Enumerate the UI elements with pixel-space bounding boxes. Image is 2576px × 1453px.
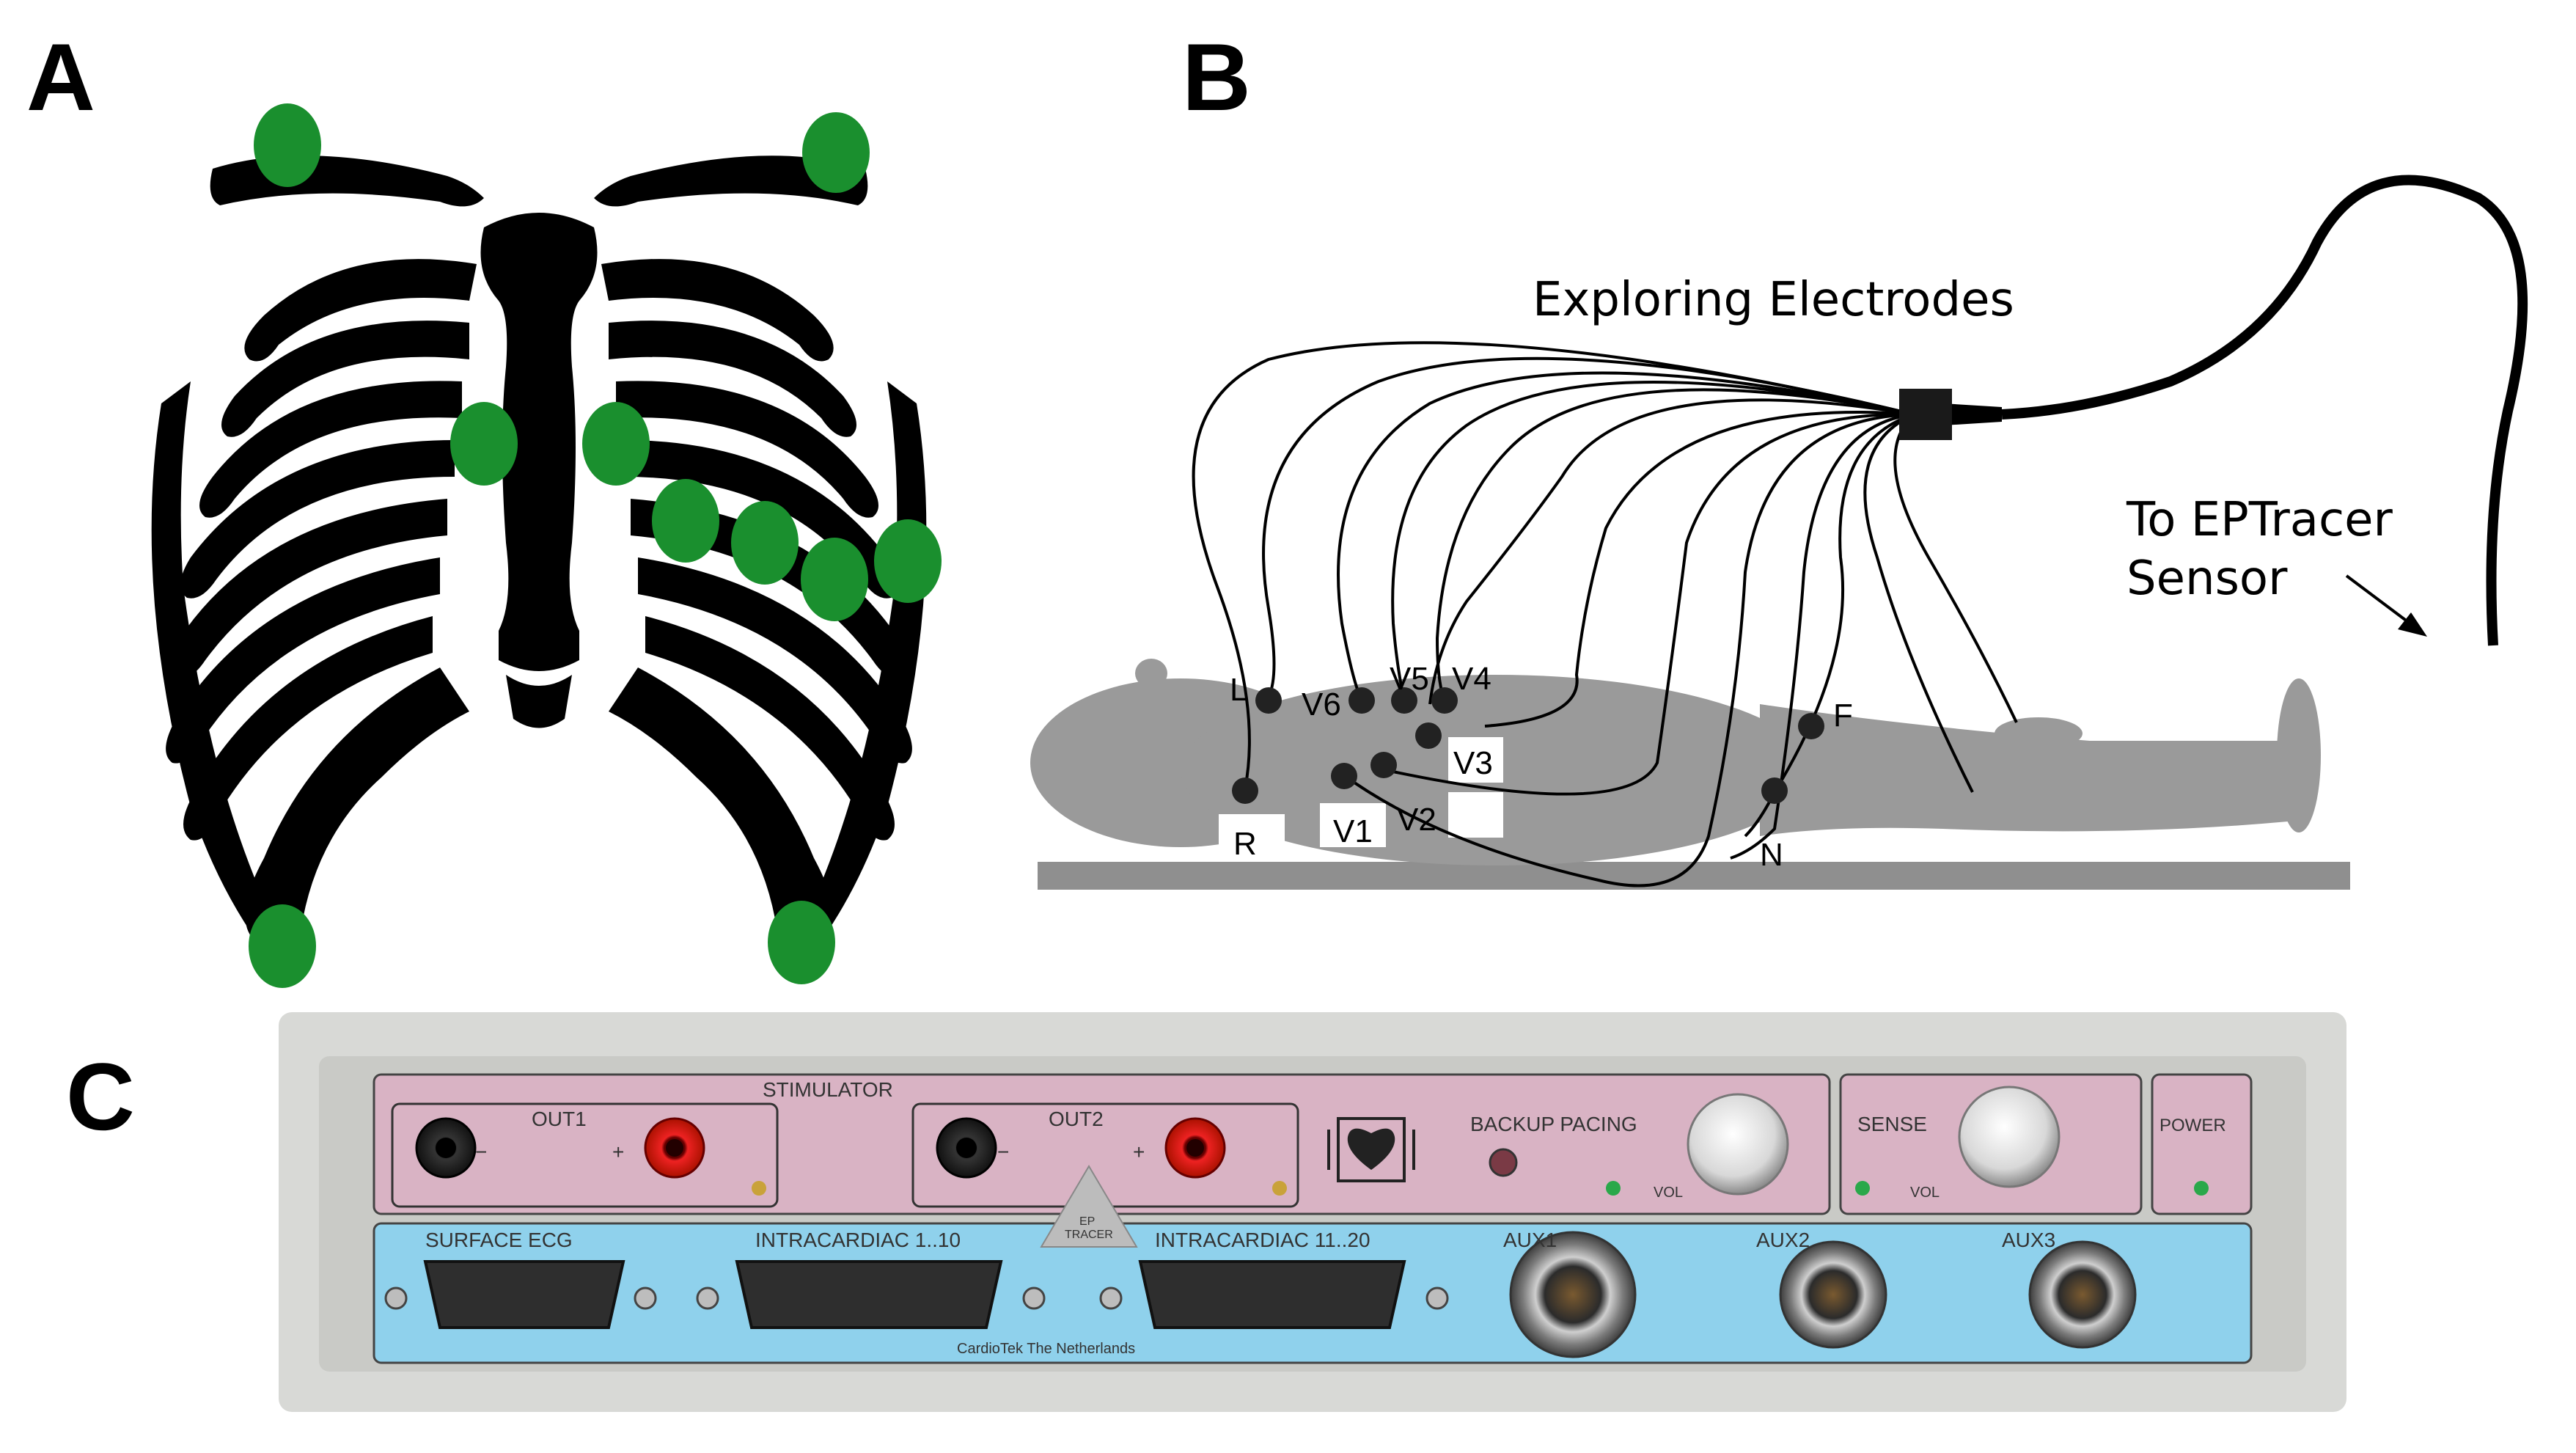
- electrode-dot-v2: [1370, 752, 1397, 778]
- out1-label: OUT1: [532, 1108, 587, 1130]
- electrode-dot-f: [1798, 713, 1824, 739]
- power-led: [2194, 1181, 2209, 1196]
- electrode-markers: [249, 103, 942, 988]
- aux3-connector: [2028, 1240, 2137, 1349]
- electrode-label-v1: V1: [1333, 813, 1373, 849]
- stimulator-label: STIMULATOR: [763, 1078, 893, 1101]
- ribcage-skeleton: [151, 155, 927, 962]
- sensor-label-line2: Sensor: [2127, 552, 2288, 606]
- sensor-arrow-head: [2398, 612, 2427, 637]
- defibrillator-heart-icon: [1327, 1117, 1415, 1182]
- electrode-left-leg: [768, 901, 835, 984]
- intracardiac-11-20-connector: [1099, 1260, 1449, 1329]
- sensor-cable: [2001, 175, 2528, 646]
- power-panel: [2151, 1073, 2253, 1215]
- aux1-connector: [1509, 1231, 1637, 1358]
- backup-pacing-led: [1606, 1181, 1621, 1196]
- exploring-electrodes-label: Exploring Electrodes: [1533, 273, 2014, 327]
- out2-indicator-led: [1272, 1181, 1287, 1196]
- electrode-dot-l: [1255, 687, 1282, 714]
- intracardiac-2-label: INTRACARDIAC 11..20: [1155, 1229, 1370, 1251]
- sternum: [480, 213, 598, 671]
- sense-vol-label: VOL: [1910, 1185, 1940, 1201]
- electrode-v4: [731, 501, 799, 585]
- electrode-dots: [1232, 687, 1824, 804]
- aux1-label: AUX1: [1503, 1229, 1557, 1251]
- maker-label: CardioTek The Netherlands: [957, 1341, 1135, 1357]
- sense-label: SENSE: [1857, 1113, 1927, 1135]
- electrode-v3: [652, 479, 719, 563]
- surface-ecg-label: SURFACE ECG: [425, 1229, 573, 1251]
- panel-label-a: A: [26, 23, 95, 131]
- out2-plus: +: [1133, 1141, 1145, 1163]
- backup-pacing-vol-label: VOL: [1654, 1185, 1683, 1201]
- panel-label-b: B: [1182, 23, 1251, 131]
- electrode-v6: [874, 519, 942, 603]
- backup-pacing-jack: [1489, 1148, 1518, 1177]
- electrode-dot-n: [1761, 777, 1788, 804]
- sense-led: [1855, 1181, 1870, 1196]
- electrode-label-n: N: [1760, 837, 1783, 873]
- out1-minus: −: [475, 1141, 487, 1163]
- right-clavicle: [594, 155, 868, 207]
- electrode-dot-v6: [1348, 687, 1375, 714]
- electrode-right-arm: [254, 103, 321, 187]
- patient-knee: [1995, 717, 2083, 750]
- out1-box: [391, 1102, 779, 1208]
- electrode-v5: [801, 538, 868, 621]
- intracardiac-1-10-connector: [696, 1260, 1046, 1329]
- backup-pacing-label: BACKUP PACING: [1470, 1113, 1637, 1135]
- ribcage-diagram: [151, 103, 942, 988]
- aux2-connector: [1779, 1240, 1887, 1349]
- electrode-label-v3: V3: [1453, 745, 1493, 781]
- eptracer-device-photo: STIMULATOR OUT1 − + OUT2 − + BACKUP PACI…: [279, 1012, 2346, 1412]
- electrode-dot-r: [1232, 777, 1258, 804]
- logo-line1: EP: [1079, 1215, 1095, 1228]
- electrode-left-arm: [802, 112, 870, 193]
- intracardiac-1-label: INTRACARDIAC 1..10: [755, 1229, 961, 1251]
- out1-plus: +: [612, 1141, 624, 1163]
- electrode-dot-v1: [1331, 763, 1357, 789]
- patient-feet: [2277, 678, 2321, 832]
- xiphoid: [506, 675, 572, 728]
- sense-volume-knob: [1958, 1086, 2061, 1188]
- electrode-dot-v5: [1391, 687, 1417, 714]
- backup-pacing-volume-knob: [1687, 1093, 1789, 1196]
- patient-legs: [1760, 704, 2288, 836]
- electrode-label-f: F: [1833, 698, 1853, 733]
- sensor-label-line1: To EPTracer: [2126, 493, 2393, 547]
- out2-label: OUT2: [1049, 1108, 1104, 1130]
- electrode-right-leg: [249, 904, 316, 988]
- power-label: POWER: [2159, 1116, 2226, 1135]
- electrode-connector: [1899, 389, 1952, 440]
- eptracer-logo: [1040, 1165, 1138, 1248]
- aux2-label: AUX2: [1756, 1229, 1810, 1251]
- logo-line2: TRACER: [1065, 1229, 1113, 1241]
- electrode-label-v5: V5: [1390, 661, 1429, 697]
- electrode-dot-v3: [1415, 722, 1442, 749]
- aux3-label: AUX3: [2002, 1229, 2055, 1251]
- electrode-dot-v4: [1431, 687, 1458, 714]
- surface-ecg-connector: [384, 1260, 657, 1329]
- electrode-v2: [582, 402, 650, 486]
- electrode-label-r: R: [1233, 826, 1257, 862]
- electrode-label-l: L: [1230, 672, 1247, 708]
- patient-electrode-diagram: Exploring Electrodes To EPTracer Sensor …: [1030, 175, 2528, 890]
- patient-nose: [1135, 659, 1167, 688]
- electrode-label-v4: V4: [1452, 661, 1491, 697]
- out2-minus: −: [997, 1141, 1009, 1163]
- left-clavicle: [210, 155, 484, 207]
- electrode-v1: [450, 402, 518, 486]
- examination-table: [1038, 862, 2350, 890]
- lead-wires: [1192, 341, 2018, 887]
- out1-indicator-led: [752, 1181, 766, 1196]
- panel-label-c: C: [66, 1043, 135, 1150]
- electrode-label-v2: V2: [1397, 802, 1436, 838]
- electrode-label-v6: V6: [1302, 687, 1341, 722]
